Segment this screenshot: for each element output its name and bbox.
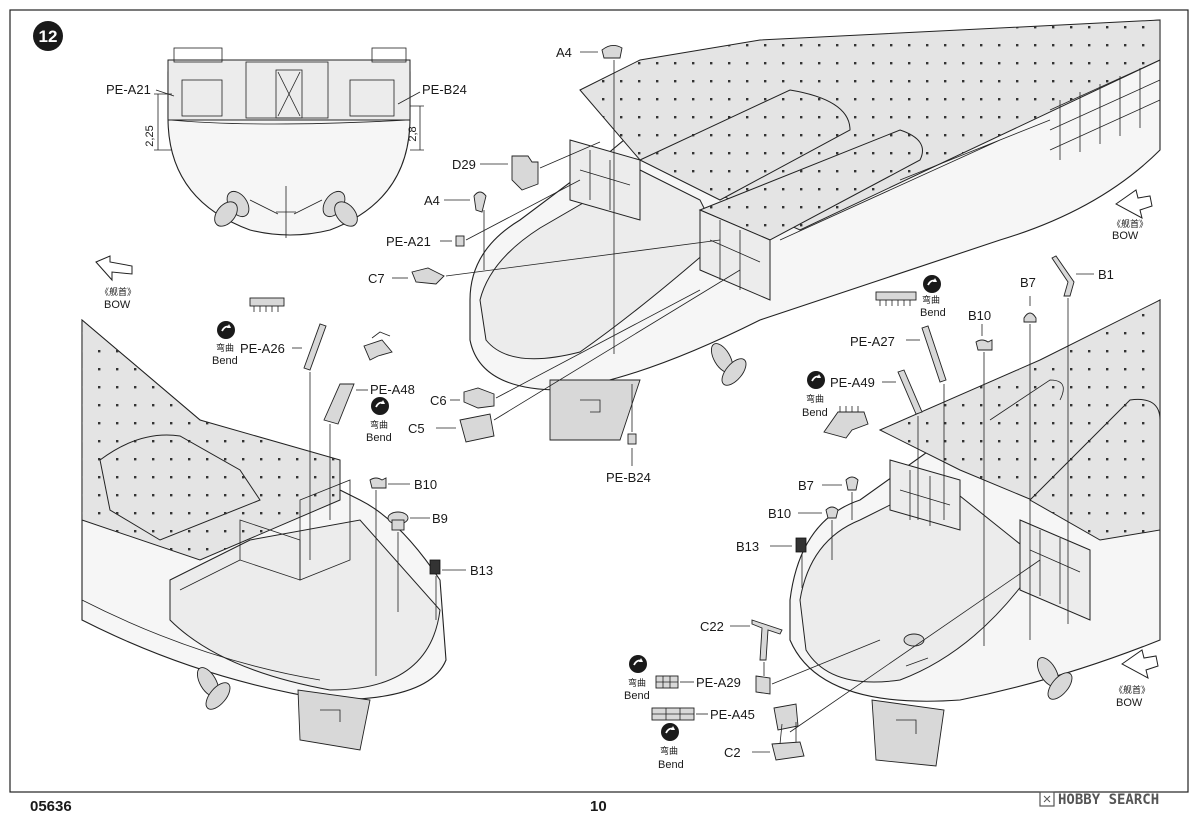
- part-c2: C2: [724, 722, 805, 761]
- label-pe-a45: PE-A45: [710, 707, 755, 722]
- propeller-left-icon: [214, 190, 250, 227]
- part-a4-mid: A4: [424, 191, 487, 270]
- right-assembly-view: B7 B1 B10 弯曲 Bend PE-A27: [624, 255, 1161, 771]
- bend-cn-3: 弯曲: [922, 294, 940, 306]
- bend-cn-2: 弯曲: [370, 419, 388, 431]
- inset-label-left: PE-A21: [106, 82, 151, 97]
- part-c7: C7: [368, 239, 721, 286]
- page-border: [9, 9, 1189, 793]
- part-b1: B1: [1051, 255, 1114, 624]
- watermark: HOBBY SEARCH: [1039, 791, 1159, 808]
- part-b7-mid: B7: [798, 476, 859, 520]
- label-b10-right-top: B10: [968, 308, 991, 323]
- bow-marker-left: 《舰首》 BOW: [95, 255, 136, 311]
- label-pe-a27: PE-A27: [850, 334, 895, 349]
- left-assembly-view: 弯曲 Bend PE-A26 弯曲 Bend PE-A48 B10 B9: [81, 297, 493, 751]
- bow-marker-bottom-right: 《舰首》 BOW: [1114, 649, 1159, 709]
- part-c22: C22: [700, 619, 783, 676]
- label-c5: C5: [408, 421, 425, 436]
- part-pe-a29: 弯曲 Bend PE-A29: [624, 639, 881, 702]
- label-a4-top: A4: [556, 45, 572, 60]
- part-pe-a45: 弯曲 Bend PE-A45: [651, 559, 1041, 771]
- propeller-left-view-icon: [196, 667, 231, 710]
- part-b7-top: B7: [1020, 275, 1037, 640]
- label-pe-a29: PE-A29: [696, 675, 741, 690]
- stern-inset-view: 2,25 2,8 PE-A21 PE-B24: [106, 47, 467, 238]
- label-c2: C2: [724, 745, 741, 760]
- bow-en-1: BOW: [1112, 230, 1139, 242]
- bend-en-1: Bend: [212, 355, 238, 367]
- bend-en-3: Bend: [920, 307, 946, 319]
- part-pe-a27: 弯曲 Bend PE-A27: [850, 274, 947, 520]
- bend-cn-6: 弯曲: [660, 745, 678, 757]
- label-c7: C7: [368, 271, 385, 286]
- bow-marker-top-right: 《舰首》 BOW: [1112, 189, 1153, 242]
- part-c6: C6: [430, 289, 701, 409]
- label-a4-mid: A4: [424, 193, 440, 208]
- label-d29: D29: [452, 157, 476, 172]
- part-c5: C5: [408, 269, 741, 443]
- part-pe-a49: 弯曲 Bend PE-A49: [802, 369, 923, 520]
- part-b13-right: B13: [736, 537, 807, 588]
- part-pe-a21: PE-A21: [386, 179, 581, 249]
- bend-cn-5: 弯曲: [628, 677, 646, 689]
- bow-cn-3: 《舰首》: [1114, 684, 1150, 696]
- label-b13-left: B13: [470, 563, 493, 578]
- inset-label-right: PE-B24: [422, 82, 467, 97]
- part-a4-top: A4: [556, 45, 623, 354]
- label-b13-right: B13: [736, 539, 759, 554]
- top-assembly-view: A4 D29 A4 PE-A21 C7: [368, 19, 1161, 485]
- label-pe-a26: PE-A26: [240, 341, 285, 356]
- bend-en-6: Bend: [658, 759, 684, 771]
- dimension-right: 2,8: [407, 126, 419, 141]
- product-code: 05636: [30, 798, 72, 815]
- label-b10-left: B10: [414, 477, 437, 492]
- bow-cn-1: 《舰首》: [1112, 218, 1148, 230]
- bow-en-3: BOW: [1116, 697, 1143, 709]
- part-pe-a26: 弯曲 Bend PE-A26: [212, 297, 327, 560]
- label-pe-a21: PE-A21: [386, 234, 431, 249]
- part-pe-b24: PE-B24: [606, 384, 651, 485]
- propeller-right-icon: [322, 190, 358, 227]
- watermark-text: HOBBY SEARCH: [1058, 792, 1159, 808]
- label-pe-a49: PE-A49: [830, 375, 875, 390]
- label-c22: C22: [700, 619, 724, 634]
- label-b7-top: B7: [1020, 275, 1036, 290]
- bend-en-2: Bend: [366, 432, 392, 444]
- bend-en-5: Bend: [624, 690, 650, 702]
- part-d29: D29: [452, 141, 601, 191]
- part-b13-left: B13: [429, 559, 493, 620]
- bow-cn-2: 《舰首》: [100, 286, 136, 298]
- part-b10-right-top: B10: [968, 308, 993, 646]
- part-pe-a48: 弯曲 Bend PE-A48: [323, 331, 415, 520]
- label-b1: B1: [1098, 267, 1114, 282]
- label-b10-mid: B10: [768, 506, 791, 521]
- propeller-icon: [710, 343, 747, 386]
- step-number: 12: [39, 27, 58, 46]
- page-number: 10: [590, 798, 607, 815]
- bow-en-2: BOW: [104, 299, 131, 311]
- propeller-right-view-icon: [1036, 657, 1073, 700]
- label-c6: C6: [430, 393, 447, 408]
- step-number-badge: 12: [33, 21, 63, 51]
- part-b10-left: B10: [369, 477, 437, 676]
- bend-cn-4: 弯曲: [806, 393, 824, 405]
- label-pe-b24: PE-B24: [606, 470, 651, 485]
- bend-cn-1: 弯曲: [216, 342, 234, 354]
- label-pe-a48: PE-A48: [370, 382, 415, 397]
- label-b9: B9: [432, 511, 448, 526]
- part-b10-mid: B10: [768, 506, 839, 560]
- part-b9: B9: [387, 511, 448, 612]
- dimension-left: 2,25: [144, 125, 156, 146]
- bend-en-4: Bend: [802, 407, 828, 419]
- label-b7-mid: B7: [798, 478, 814, 493]
